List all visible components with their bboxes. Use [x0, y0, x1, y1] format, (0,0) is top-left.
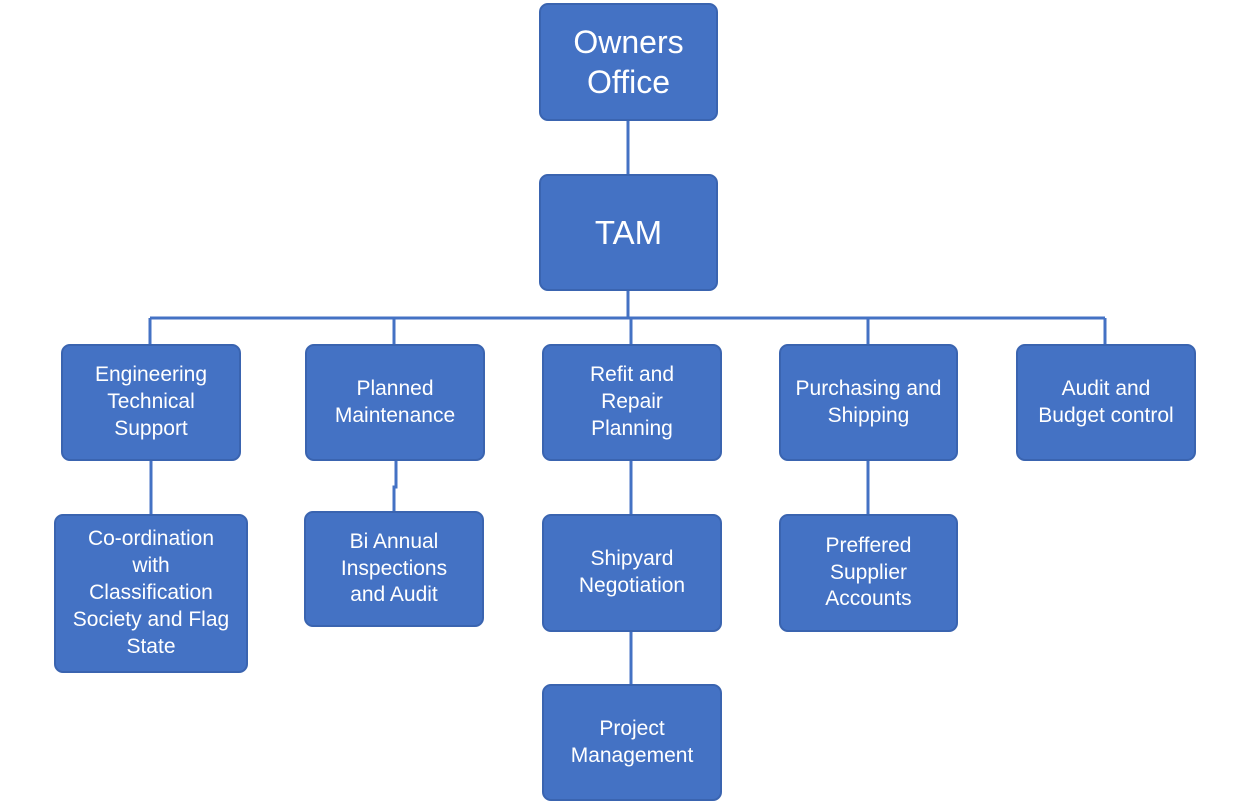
node-owners-office-label: Owners Office — [573, 24, 684, 100]
node-engineering-technical-support-label: Engineering Technical Support — [94, 363, 208, 440]
node-bi-annual-inspections-label: Bi Annual Inspections and Audit — [340, 529, 448, 607]
node-purchasing-shipping-label: Purchasing and Shipping — [795, 376, 942, 427]
node-refit-repair-planning-label: Refit and Repair Planning — [589, 363, 675, 440]
node-project-management: Project Management — [542, 684, 722, 801]
node-owners-office: Owners Office — [539, 3, 718, 121]
node-preferred-supplier-accounts: Preffered Supplier Accounts — [779, 514, 958, 632]
node-preferred-supplier-accounts-label: Preffered Supplier Accounts — [825, 533, 912, 611]
node-audit-budget-control-label: Audit and Budget control — [1038, 376, 1174, 427]
node-refit-repair-planning: Refit and Repair Planning — [542, 344, 722, 461]
node-tam: TAM — [539, 174, 718, 291]
node-shipyard-negotiation-label: Shipyard Negotiation — [578, 547, 686, 597]
connector-planned-bi-annual — [392, 461, 398, 511]
node-coordination-classification: Co-ordination with Classification Societ… — [54, 514, 248, 673]
node-planned-maintenance: Planned Maintenance — [305, 344, 485, 461]
node-audit-budget-control: Audit and Budget control — [1016, 344, 1196, 461]
node-purchasing-shipping: Purchasing and Shipping — [779, 344, 958, 461]
node-coordination-classification-label: Co-ordination with Classification Societ… — [72, 527, 230, 658]
node-engineering-technical-support: Engineering Technical Support — [61, 344, 241, 461]
node-planned-maintenance-label: Planned Maintenance — [334, 376, 456, 427]
node-shipyard-negotiation: Shipyard Negotiation — [542, 514, 722, 632]
node-bi-annual-inspections: Bi Annual Inspections and Audit — [304, 511, 484, 627]
node-tam-label: TAM — [594, 213, 663, 251]
node-project-management-label: Project Management — [570, 716, 694, 767]
